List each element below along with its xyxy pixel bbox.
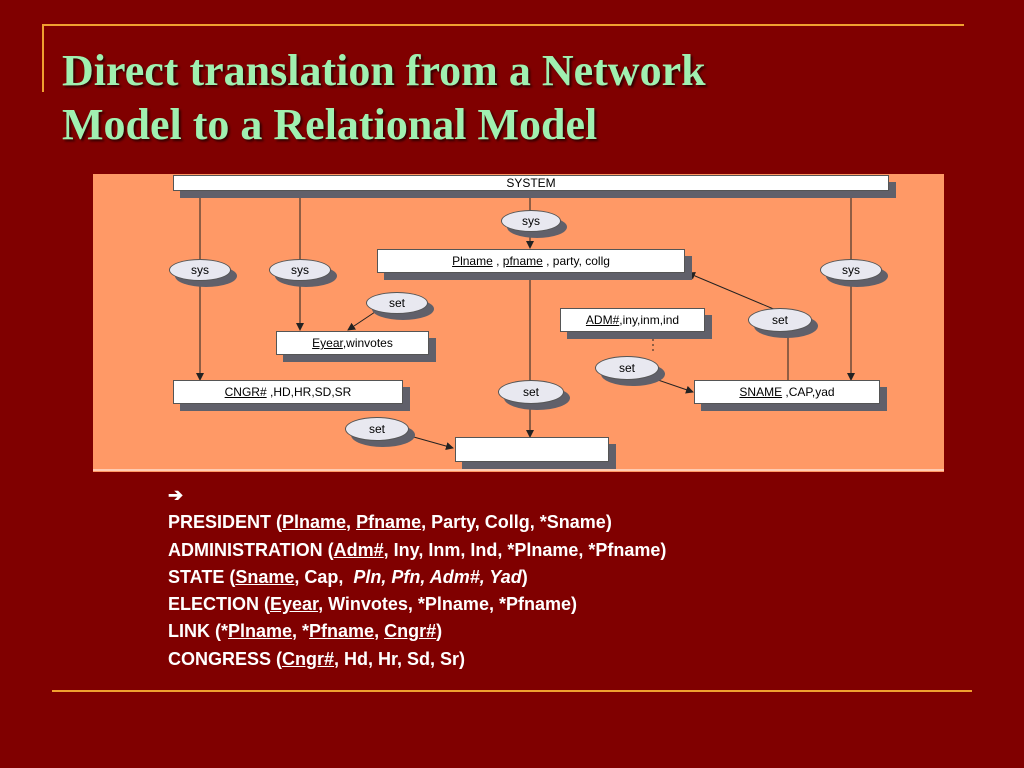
edge-set-president [687, 272, 777, 311]
title-line-2: Model to a Relational Model [62, 100, 598, 149]
congress-box: CNGR# ,HD,HR,SD,SR [173, 380, 403, 404]
title-line-1: Direct translation from a Network [62, 46, 706, 95]
relation-president: PRESIDENT (Plname, Pfname, Party, Collg,… [168, 512, 612, 533]
relation-administration: ADMINISTRATION (Adm#, Iny, Inm, Ind, *Pl… [168, 539, 667, 560]
state-box: SNAME ,CAP,yad [694, 380, 880, 404]
left-rule [42, 24, 44, 92]
president-box: Plname , pfname , party, collg [377, 249, 685, 273]
slide-title: Direct translation from a Network Model … [62, 44, 962, 152]
election-box: Eyear,winvotes [276, 331, 429, 355]
edge-setstate-state [657, 379, 694, 394]
set-ellipse-admin: set [748, 308, 812, 332]
set-ellipse-middle: set [498, 380, 564, 404]
sys-ellipse-right: sys [820, 259, 882, 281]
relation-election: ELECTION (Eyear, Winvotes, *Plname, *Pfn… [168, 594, 577, 615]
sys-ellipse-top: sys [501, 210, 561, 232]
set-ellipse-president: set [366, 292, 428, 314]
top-rule [42, 24, 964, 26]
sys-ellipse-left-2: sys [269, 259, 331, 281]
relation-link: LINK (*Plname, *Pfname, Cngr#) [168, 621, 443, 642]
relation-state: STATE (Sname, Cap, Pln, Pfn, Adm#, Yad) [168, 566, 528, 587]
diagram-connectors [93, 191, 944, 471]
set-ellipse-congress: set [345, 417, 409, 441]
relational-schema-list: ➔ PRESIDENT (Plname, Pfname, Party, Coll… [168, 482, 666, 673]
arrow-icon: ➔ [168, 485, 184, 505]
edge-congress-link [402, 433, 454, 450]
system-box: SYSTEM [173, 175, 889, 191]
link-box [455, 437, 609, 462]
set-ellipse-state: set [595, 356, 659, 380]
sys-ellipse-left-1: sys [169, 259, 231, 281]
edge-set-election [347, 309, 379, 331]
network-diagram: SYSTEM sys sys sys sys Plname , pfname ,… [93, 174, 944, 472]
relation-congress: CONGRESS (Cngr#, Hd, Hr, Sd, Sr) [168, 648, 466, 669]
bottom-rule [52, 690, 972, 692]
administration-box: ADM#,iny,inm,ind [560, 308, 705, 332]
